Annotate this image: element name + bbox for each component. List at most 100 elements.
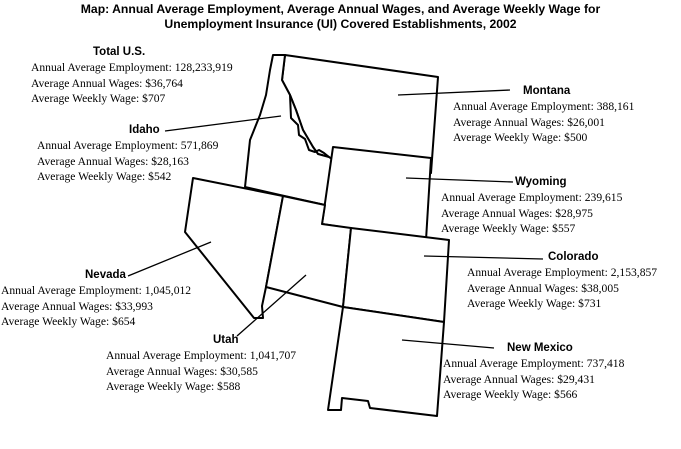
montana-weekly-wage-row: Average Weekly Wage: $500	[453, 130, 634, 145]
leader-line-wyoming	[405, 177, 514, 183]
colorado-info: Colorado Annual Average Employment: 2,15…	[467, 250, 657, 312]
employment-label: Annual Average Employment:	[31, 61, 172, 75]
montana-annual-wages-row: Average Annual Wages: $26,001	[453, 115, 634, 130]
annual-wages-label: Average Annual Wages:	[106, 364, 218, 378]
employment-label: Annual Average Employment:	[37, 139, 178, 153]
montana-employment-value: 388,161	[596, 100, 635, 114]
total-us-employment-row: Annual Average Employment: 128,233,919	[31, 60, 233, 75]
nevada-info: Nevada Annual Average Employment: 1,045,…	[1, 268, 191, 330]
total-us-annual-wages-value: $36,764	[145, 76, 183, 90]
montana-weekly-wage-value: $500	[564, 131, 588, 145]
wyoming-employment-value: 239,615	[584, 191, 623, 205]
colorado-annual-wages-value: $38,005	[581, 281, 619, 295]
wyoming-weekly-wage-row: Average Weekly Wage: $557	[441, 221, 622, 236]
employment-label: Annual Average Employment:	[443, 357, 584, 371]
utah-weekly-wage-value: $588	[217, 380, 241, 394]
new-mexico-weekly-wage-row: Average Weekly Wage: $566	[443, 387, 624, 402]
leader-line-new-mexico	[401, 339, 495, 349]
new-mexico-employment-value: 737,418	[586, 357, 625, 371]
employment-label: Annual Average Employment:	[1, 284, 142, 298]
idaho-name: Idaho	[129, 124, 160, 136]
map-title-line-2: Unemployment Insurance (UI) Covered Esta…	[164, 17, 517, 31]
idaho-weekly-wage-value: $542	[148, 170, 172, 184]
nevada-name: Nevada	[85, 269, 126, 281]
utah-employment-value: 1,041,707	[249, 349, 297, 363]
leader-line-idaho	[164, 115, 282, 132]
utah-weekly-wage-row: Average Weekly Wage: $588	[106, 379, 296, 394]
annual-wages-label: Average Annual Wages:	[1, 299, 113, 313]
utah-employment-row: Annual Average Employment: 1,041,707	[106, 348, 296, 363]
colorado-name: Colorado	[548, 251, 599, 263]
idaho-annual-wages-row: Average Annual Wages: $28,163	[37, 154, 218, 169]
weekly-wage-label: Average Weekly Wage:	[31, 92, 140, 106]
map-title: Map: Annual Average Employment, Average …	[0, 2, 681, 32]
colorado-annual-wages-row: Average Annual Wages: $38,005	[467, 281, 657, 296]
new-mexico-info: New Mexico Annual Average Employment: 73…	[443, 341, 624, 403]
new-mexico-employment-row: Annual Average Employment: 737,418	[443, 356, 624, 371]
total-us-info: Total U.S. Annual Average Employment: 12…	[31, 45, 233, 107]
nevada-weekly-wage-value: $654	[112, 315, 136, 329]
total-us-employment-value: 128,233,919	[174, 61, 233, 75]
montana-annual-wages-value: $26,001	[567, 115, 605, 129]
leader-line-montana	[397, 89, 511, 96]
wyoming-annual-wages-value: $28,975	[555, 206, 593, 220]
wyoming-weekly-wage-value: $557	[552, 222, 576, 236]
montana-name: Montana	[523, 85, 571, 97]
colorado-weekly-wage-row: Average Weekly Wage: $731	[467, 296, 657, 311]
annual-wages-label: Average Annual Wages:	[467, 281, 579, 295]
weekly-wage-label: Average Weekly Wage:	[441, 222, 550, 236]
utah-annual-wages-row: Average Annual Wages: $30,585	[106, 364, 296, 379]
nevada-annual-wages-row: Average Annual Wages: $33,993	[1, 299, 191, 314]
idaho-annual-wages-value: $28,163	[151, 154, 189, 168]
idaho-border-detail	[289, 94, 330, 158]
colorado-employment-row: Annual Average Employment: 2,153,857	[467, 265, 657, 280]
state-shape-colorado	[342, 227, 450, 323]
total-us-annual-wages-row: Average Annual Wages: $36,764	[31, 76, 233, 91]
idaho-employment-value: 571,869	[180, 139, 219, 153]
total-us-weekly-wage-value: $707	[142, 92, 166, 106]
total-us-name: Total U.S.	[93, 46, 146, 58]
nevada-annual-wages-value: $33,993	[115, 299, 153, 313]
utah-name: Utah	[213, 334, 239, 346]
wyoming-info: Wyoming Annual Average Employment: 239,6…	[441, 175, 622, 237]
colorado-weekly-wage-value: $731	[578, 297, 602, 311]
employment-label: Annual Average Employment:	[453, 100, 594, 114]
annual-wages-label: Average Annual Wages:	[31, 76, 143, 90]
leader-line-utah	[236, 274, 307, 337]
state-shape-nevada	[184, 177, 284, 319]
utah-info: Utah Annual Average Employment: 1,041,70…	[106, 333, 296, 395]
weekly-wage-label: Average Weekly Wage:	[453, 131, 562, 145]
idaho-weekly-wage-row: Average Weekly Wage: $542	[37, 169, 218, 184]
state-shape-new-mexico	[327, 306, 445, 417]
weekly-wage-label: Average Weekly Wage:	[443, 388, 552, 402]
employment-label: Annual Average Employment:	[106, 349, 247, 363]
utah-annual-wages-value: $30,585	[220, 364, 258, 378]
wyoming-employment-row: Annual Average Employment: 239,615	[441, 190, 622, 205]
idaho-employment-row: Annual Average Employment: 571,869	[37, 138, 218, 153]
annual-wages-label: Average Annual Wages:	[453, 115, 565, 129]
new-mexico-annual-wages-value: $29,431	[557, 372, 595, 386]
total-us-weekly-wage-row: Average Weekly Wage: $707	[31, 91, 233, 106]
montana-employment-row: Annual Average Employment: 388,161	[453, 99, 634, 114]
weekly-wage-label: Average Weekly Wage:	[467, 297, 576, 311]
new-mexico-weekly-wage-value: $566	[554, 388, 578, 402]
colorado-employment-value: 2,153,857	[610, 266, 658, 280]
nevada-employment-value: 1,045,012	[144, 284, 192, 298]
annual-wages-label: Average Annual Wages:	[443, 372, 555, 386]
idaho-info: Idaho Annual Average Employment: 571,869…	[37, 123, 218, 185]
new-mexico-name: New Mexico	[507, 342, 573, 354]
weekly-wage-label: Average Weekly Wage:	[1, 315, 110, 329]
wyoming-name: Wyoming	[515, 176, 567, 188]
weekly-wage-label: Average Weekly Wage:	[37, 170, 146, 184]
employment-label: Annual Average Employment:	[467, 266, 608, 280]
weekly-wage-label: Average Weekly Wage:	[106, 380, 215, 394]
annual-wages-label: Average Annual Wages:	[37, 154, 149, 168]
employment-label: Annual Average Employment:	[441, 191, 582, 205]
new-mexico-annual-wages-row: Average Annual Wages: $29,431	[443, 372, 624, 387]
wyoming-annual-wages-row: Average Annual Wages: $28,975	[441, 206, 622, 221]
montana-info: Montana Annual Average Employment: 388,1…	[453, 84, 634, 146]
leader-line-colorado	[423, 255, 544, 260]
leader-line-nevada	[127, 241, 212, 277]
nevada-employment-row: Annual Average Employment: 1,045,012	[1, 283, 191, 298]
